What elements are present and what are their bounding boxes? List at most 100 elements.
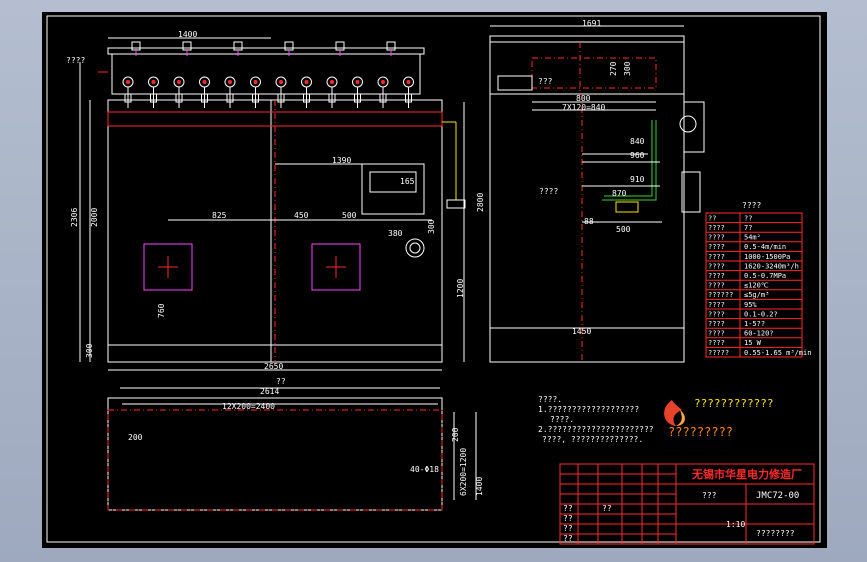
sheet-frame xyxy=(46,15,821,543)
dim-1450: 1450 xyxy=(572,327,591,336)
title-block xyxy=(559,463,815,545)
dim-88: 88 xyxy=(584,217,594,226)
front-view[interactable] xyxy=(79,37,466,371)
spec-label: ???? xyxy=(708,330,725,338)
spec-table-title: ???? xyxy=(742,201,761,210)
plan-outline xyxy=(107,397,443,511)
dim-500: 500 xyxy=(342,211,357,220)
drawing-sheet[interactable]: 1400 2306 2000 1390 165 825 450 500 380 … xyxy=(42,12,827,548)
side-outlet-label: ???? xyxy=(539,187,558,196)
dim-1200: 1200 xyxy=(456,279,465,298)
pulse-valve xyxy=(403,76,414,108)
spec-label: ???? xyxy=(708,339,725,347)
spec-value: 15 W xyxy=(744,339,762,347)
dim-6x200: 6X200=1200 xyxy=(459,448,468,496)
tb-cell-1: ?? xyxy=(563,504,573,513)
pulse-valve xyxy=(173,41,192,108)
spec-value: 1-5?? xyxy=(744,320,765,328)
dim-1400p: 1400 xyxy=(475,477,484,496)
pulse-valve xyxy=(275,41,294,108)
dim-960: 960 xyxy=(630,151,645,160)
notes-line2b: ????, ??????????????. xyxy=(542,435,643,444)
bottom-label: ?? xyxy=(276,377,286,386)
dim-450: 450 xyxy=(294,211,309,220)
pulse-valve xyxy=(352,76,363,108)
spec-value: ?? xyxy=(744,214,752,222)
spec-label: ???? xyxy=(708,253,725,261)
pulse-valve xyxy=(199,76,210,108)
spec-value: ≤5g/m³ xyxy=(744,291,769,299)
spec-value: 54m² xyxy=(744,234,761,242)
dim-2306: 2306 xyxy=(70,208,79,227)
side-housing xyxy=(489,93,685,363)
spec-value: 60-120? xyxy=(744,330,774,338)
hole-note: 40-Φ18 xyxy=(410,465,439,474)
pulse-valve xyxy=(377,41,396,108)
dim-12x200: 12X200=2400 xyxy=(222,402,275,411)
dim-380: 380 xyxy=(388,229,403,238)
spec-value: 95% xyxy=(744,301,757,309)
side-view[interactable] xyxy=(489,25,705,363)
dim-500s: 500 xyxy=(616,225,631,234)
spec-value: 1000-1500Pa xyxy=(744,253,790,261)
dim-1400: 1400 xyxy=(178,30,197,39)
spec-label: ???? xyxy=(708,272,725,280)
spec-value: 0.5-0.7MPa xyxy=(744,272,786,280)
dim-300: 300 xyxy=(427,219,436,234)
dim-165: 165 xyxy=(400,177,415,186)
pulse-valve xyxy=(148,76,159,108)
dim-1691: 1691 xyxy=(582,19,601,28)
spec-label: ???? xyxy=(708,234,725,242)
notes-line2: 2.?????????????????????? xyxy=(538,425,654,434)
logo-text-2: ????????? xyxy=(668,425,733,439)
access-door-left[interactable] xyxy=(143,243,193,291)
logo-text-1: ???????????? xyxy=(694,397,773,410)
dim-300b: 300 xyxy=(85,343,94,358)
dim-1390: 1390 xyxy=(332,156,351,165)
spec-label: ???? xyxy=(708,224,725,232)
titleblock-footer: ???????? xyxy=(756,529,795,538)
side-upper-box xyxy=(489,41,685,95)
side-box-label: ??? xyxy=(538,77,553,86)
part-name: ??? xyxy=(702,491,717,500)
scale: 1:10 xyxy=(726,520,745,529)
dim-270: 270 xyxy=(609,61,618,76)
header-pipe xyxy=(107,111,443,127)
cad-drawing[interactable]: 1400 2306 2000 1390 165 825 450 500 380 … xyxy=(42,12,827,548)
spec-label: ???? xyxy=(708,320,725,328)
dim-760: 760 xyxy=(157,303,166,318)
inlet-label: ???? xyxy=(66,56,85,65)
access-door-right[interactable] xyxy=(311,243,361,291)
dim-300s: 300 xyxy=(623,61,632,76)
notes-line1: 1.??????????????????? xyxy=(538,405,639,414)
pulse-valve xyxy=(326,41,345,108)
spec-value: 0.55-1.65 m³/min xyxy=(744,349,811,357)
spec-value: 0.1-0.2? xyxy=(744,310,778,318)
company-logo xyxy=(664,400,685,426)
dim-200: 200 xyxy=(128,433,143,442)
tb-cell-5: ?? xyxy=(602,504,612,513)
spec-value: 1620-3240m³/h xyxy=(744,262,799,270)
spec-table: ????????7?????54m²????0.5-4m/min????1000… xyxy=(705,212,811,358)
pulse-valve xyxy=(301,76,312,108)
tb-cell-4: ?? xyxy=(563,534,573,543)
notes-heading: ????. xyxy=(538,395,562,404)
dim-2000: 2000 xyxy=(90,208,99,227)
dim-825: 825 xyxy=(212,211,227,220)
drawing-number: JMC72-00 xyxy=(756,491,799,501)
dim-840: 840 xyxy=(630,137,645,146)
plan-view[interactable] xyxy=(107,387,477,511)
pulse-valve xyxy=(122,41,141,108)
spec-label: ???? xyxy=(708,310,725,318)
dim-910: 910 xyxy=(630,175,645,184)
dim-2650: 2650 xyxy=(264,362,283,371)
dim-200r: 200 xyxy=(451,427,460,442)
tb-cell-2: ?? xyxy=(563,514,573,523)
dim-2614: 2614 xyxy=(260,387,279,396)
dim-2800: 2800 xyxy=(476,193,485,212)
spec-value: 7? xyxy=(744,224,752,232)
spec-label: ?? xyxy=(708,214,716,222)
spec-label: ???? xyxy=(708,282,725,290)
spec-value: ≤120℃ xyxy=(744,282,769,290)
